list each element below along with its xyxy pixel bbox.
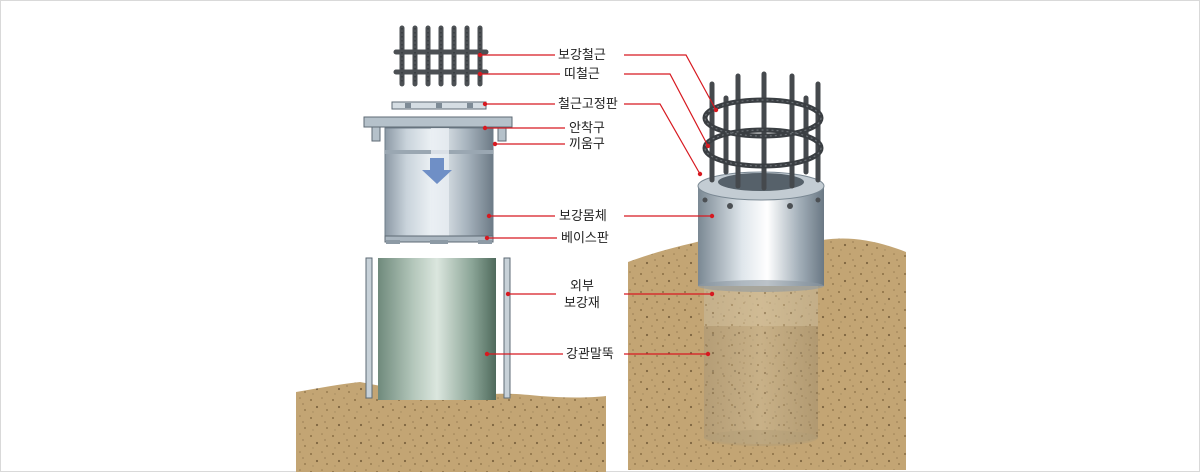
left-leader-dots — [477, 52, 511, 357]
label-rebar: 보강철근 — [558, 48, 606, 63]
label-tie-rebar: 띠철근 — [564, 67, 600, 82]
left-ground — [296, 382, 606, 472]
left-leader-lines — [480, 54, 565, 355]
right-assembled-view — [628, 71, 906, 470]
steel-pipe-pile — [378, 258, 496, 400]
right-leader-dots — [697, 107, 719, 357]
leader-right-tie-rebar — [624, 73, 709, 147]
base-plate — [384, 235, 494, 244]
label-outer-reinforcement-line1: 외부 — [570, 279, 594, 294]
rebar-fixing-plate — [391, 101, 487, 110]
down-arrow-icon — [422, 158, 452, 184]
left-exploded-view — [296, 25, 606, 472]
label-insert: 끼움구 — [569, 137, 605, 152]
label-outer-reinforcement-line2: 보강재 — [564, 296, 600, 311]
leader-right-rebar — [624, 54, 717, 111]
right-leader-lines — [624, 54, 717, 355]
label-seating: 안착구 — [569, 121, 605, 136]
reinforcement-body — [363, 116, 513, 241]
leader-right-fixing-plate — [624, 103, 701, 175]
label-group: 보강철근 띠철근 철근고정판 안착구 끼움구 보강몸체 베이스판 외부 보강재 … — [558, 48, 618, 362]
label-base-plate: 베이스판 — [561, 231, 609, 246]
outer-reinforcement-right — [503, 257, 511, 399]
outer-reinforcement-left — [365, 257, 373, 399]
label-steel-pipe-pile: 강관말뚝 — [566, 347, 614, 362]
label-rebar-fixing-plate: 철근고정판 — [558, 97, 618, 112]
rebar-ribs — [401, 28, 481, 84]
assembled-ring-ribs — [704, 99, 822, 167]
assembled-reinforcement-body — [698, 186, 824, 286]
label-reinforcement-body: 보강몸체 — [559, 209, 607, 224]
